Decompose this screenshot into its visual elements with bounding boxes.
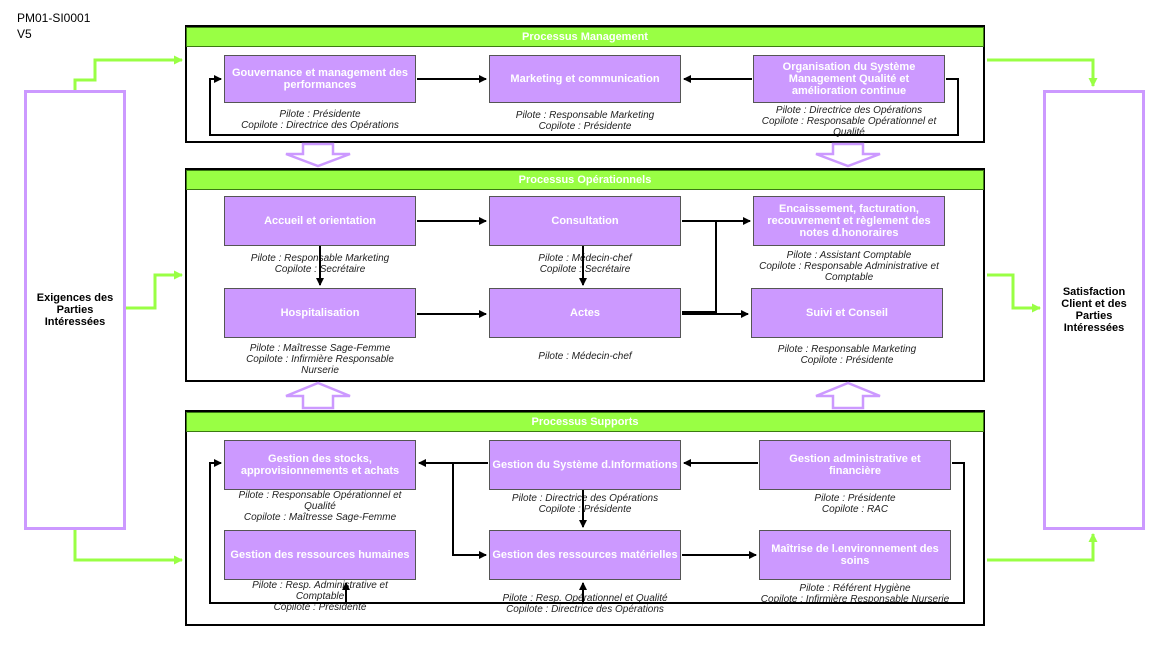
process-quality-system[interactable]: Organisation du Système Management Quali… <box>753 55 945 103</box>
process-label: Gouvernance et management des performanc… <box>231 67 409 91</box>
process-label: Hospitalisation <box>280 307 360 319</box>
process-label: Marketing et communication <box>510 73 660 85</box>
output-flow-arrows <box>987 58 1098 562</box>
process-label: Actes <box>570 307 600 319</box>
stakeholder-requirements-label: Exigences des Parties Intéressées <box>36 292 114 328</box>
stakeholder-requirements-panel: Exigences des Parties Intéressées <box>24 90 126 530</box>
process-label: Suivi et Conseil <box>806 307 888 319</box>
flow-arrow-to-operational <box>126 270 183 310</box>
process-label: Organisation du Système Management Quali… <box>782 61 916 97</box>
process-label: Gestion des ressources humaines <box>230 549 410 561</box>
process-governance[interactable]: Gouvernance et management des performanc… <box>224 55 416 103</box>
flow-arrow-from-management <box>987 58 1098 87</box>
process-material-resources[interactable]: Gestion des ressources matérielles <box>489 530 681 580</box>
process-reception[interactable]: Accueil et orientation <box>224 196 416 246</box>
process-human-resources[interactable]: Gestion des ressources humaines <box>224 530 416 580</box>
process-marketing[interactable]: Marketing et communication <box>489 55 681 103</box>
operational-header: Processus Opérationnels <box>186 170 984 190</box>
management-connectors <box>209 75 959 136</box>
process-pilot: Pilote : Responsable Opérationnel et Qua… <box>238 490 402 523</box>
process-acts[interactable]: Actes <box>489 288 681 338</box>
process-label: Accueil et orientation <box>264 215 376 227</box>
down-arrow-left <box>285 142 351 168</box>
up-arrow-right <box>815 381 881 410</box>
up-arrow-left <box>285 381 351 410</box>
arrow-branch-to-material <box>452 463 487 559</box>
process-label: Gestion des stocks, approvisionnements e… <box>240 453 400 477</box>
process-pilot: Pilote : Resp. Administrative et Comptab… <box>252 580 388 613</box>
process-label: Maîtrise de l.environnement des soins <box>771 543 939 567</box>
flow-arrow-from-support <box>987 533 1098 562</box>
process-follow-up[interactable]: Suivi et Conseil <box>751 288 943 338</box>
document-code: PM01-SI0001 <box>17 11 91 25</box>
management-header: Processus Management <box>186 27 984 47</box>
down-arrow-right <box>815 142 881 168</box>
loop-admin-to-stocks <box>209 459 965 604</box>
flow-arrow-from-operational <box>987 273 1041 313</box>
process-billing[interactable]: Encaissement, facturation, recouvrement … <box>753 196 945 246</box>
process-label: Encaissement, facturation, recouvrement … <box>767 203 931 239</box>
process-consultation[interactable]: Consultation <box>489 196 681 246</box>
process-hospitalisation[interactable]: Hospitalisation <box>224 288 416 338</box>
operational-connectors <box>316 217 751 318</box>
flow-arrow-to-management <box>73 55 183 90</box>
process-stocks[interactable]: Gestion des stocks, approvisionnements e… <box>224 440 416 490</box>
arrow-acts-to-billing <box>682 221 717 313</box>
support-header: Processus Supports <box>186 412 984 432</box>
customer-satisfaction-panel: Satisfaction Client et des Parties Intér… <box>1043 90 1145 530</box>
process-pilot: Pilote : Médecin-chef <box>538 351 632 362</box>
process-label: Consultation <box>551 215 619 227</box>
support-connectors <box>209 459 965 604</box>
section-link-arrows <box>285 142 881 410</box>
process-administration-finance[interactable]: Gestion administrative et financière <box>759 440 951 490</box>
input-flow-arrows <box>73 55 183 565</box>
loop-quality-to-governance <box>209 75 959 136</box>
flow-arrow-to-support <box>73 530 183 565</box>
process-care-environment[interactable]: Maîtrise de l.environnement des soins <box>759 530 951 580</box>
customer-satisfaction-label: Satisfaction Client et des Parties Intér… <box>1061 286 1127 334</box>
process-label: Gestion administrative et financière <box>789 453 921 477</box>
process-label: Gestion du Système d.Informations <box>492 459 678 471</box>
process-label: Gestion des ressources matérielles <box>492 549 678 561</box>
document-version: V5 <box>17 27 32 41</box>
process-information-system[interactable]: Gestion du Système d.Informations <box>489 440 681 490</box>
